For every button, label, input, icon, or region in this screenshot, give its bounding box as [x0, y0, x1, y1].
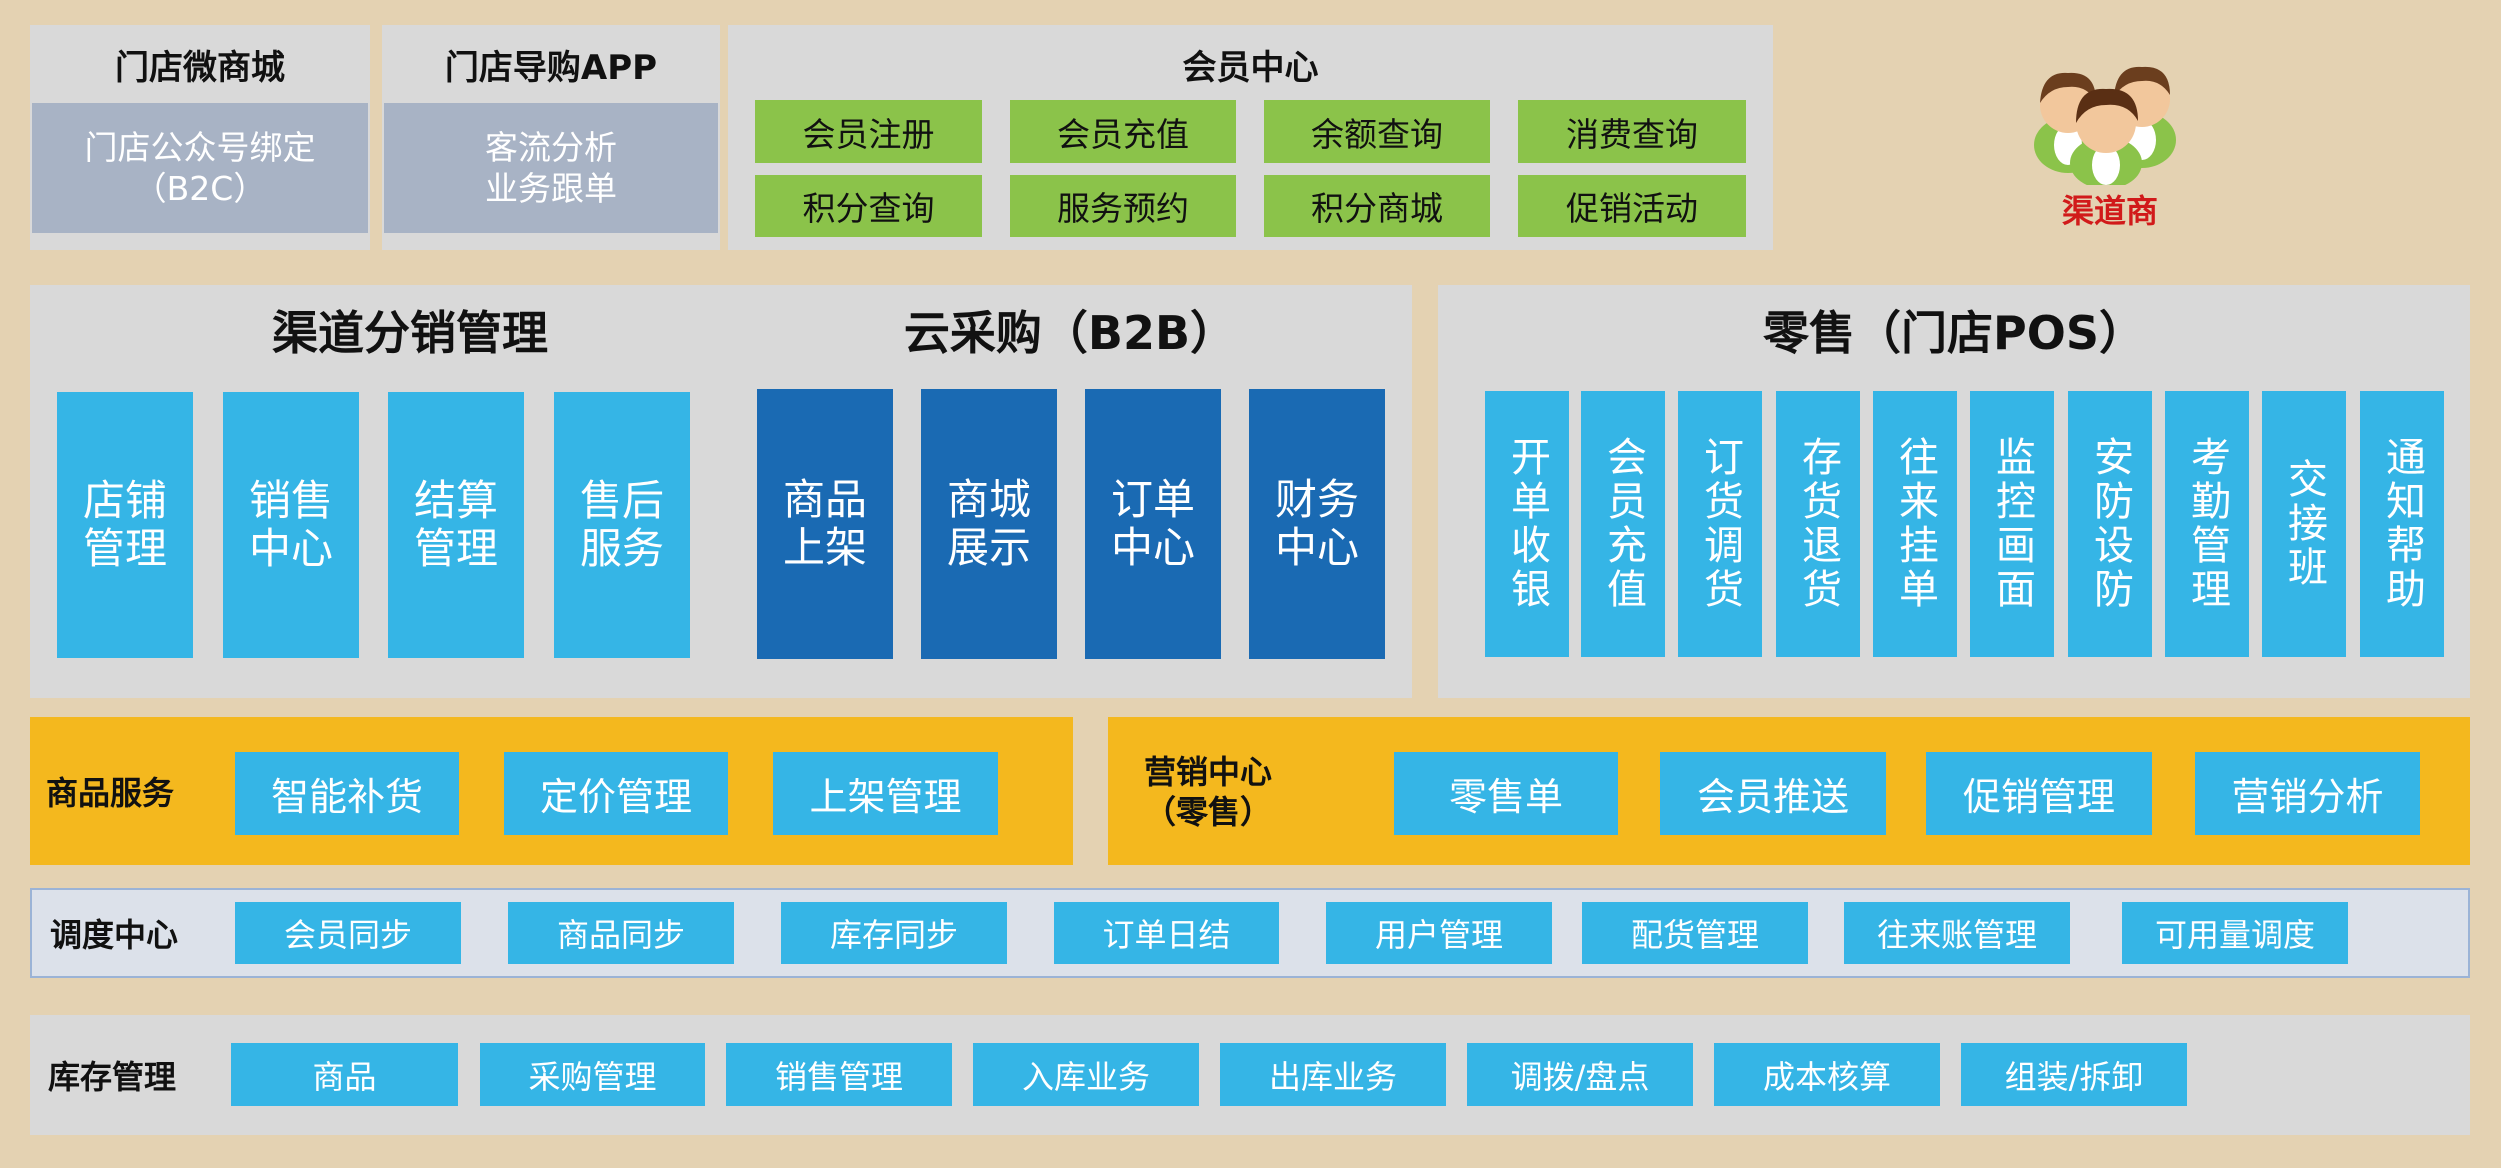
purchase-block-finance-l2: 中心: [1274, 523, 1359, 572]
inventory-label: 库存管理: [48, 1058, 177, 1096]
pos-item-monitor[interactable]: 监控画面: [1970, 391, 2054, 657]
inventory-cost[interactable]: 成本核算: [1714, 1043, 1940, 1106]
purchase-block-display-l1: 商城: [946, 474, 1031, 524]
pos-item-attendance[interactable]: 考勤管理: [2165, 391, 2249, 657]
marketing-center-label-l1: 营销中心: [1144, 753, 1273, 791]
dist-block-settlement[interactable]: 结算 管理: [388, 392, 524, 658]
pos-item-stock-return[interactable]: 存货退货: [1776, 391, 1860, 657]
dispatch-daily-settle[interactable]: 订单日结: [1054, 902, 1279, 964]
service-listing[interactable]: 上架管理: [773, 752, 998, 835]
inventory-product[interactable]: 商品: [231, 1043, 458, 1106]
product-service-label: 商品服务: [46, 774, 175, 812]
purchase-block-order[interactable]: 订单 中心: [1085, 389, 1221, 659]
guide-app-title: 门店导购APP: [444, 47, 658, 88]
purchase-block-display-l2: 展示: [946, 523, 1031, 572]
marketing-analysis[interactable]: 营销分析: [2195, 752, 2420, 835]
channel-dealer-label: 渠道商: [2061, 192, 2158, 230]
member-center-panel: 会员中心 会员注册 会员充值 余额查询 消费查询 积分查询 服务预约 积分商城 …: [728, 25, 1773, 250]
dispatch-member-sync[interactable]: 会员同步: [235, 902, 461, 964]
dist-block-settlement-l2: 管理: [413, 524, 498, 573]
dist-block-sales[interactable]: 销售 中心: [223, 392, 359, 658]
member-item-points-mall[interactable]: 积分商城: [1264, 175, 1490, 237]
wechat-mall-body: 门店公众号绑定 （B2C）: [32, 103, 368, 233]
channel-distribution-title: 渠道分销管理: [272, 306, 548, 360]
member-item-consumption[interactable]: 消费查询: [1518, 100, 1746, 163]
guide-app-body-line1: 客流分析: [485, 127, 617, 167]
marketing-member-push[interactable]: 会员推送: [1660, 752, 1886, 835]
pos-item-security[interactable]: 安防设防: [2068, 391, 2152, 657]
pos-item-pending[interactable]: 往来挂单: [1873, 391, 1957, 657]
member-item-register[interactable]: 会员注册: [755, 100, 982, 163]
inventory-transfer-count[interactable]: 调拨/盘点: [1467, 1043, 1693, 1106]
pos-item-checkout[interactable]: 开单收银: [1485, 391, 1569, 657]
dispatch-distribution-mgmt[interactable]: 配货管理: [1582, 902, 1808, 964]
service-pricing[interactable]: 定价管理: [504, 752, 728, 835]
marketing-center-label-l2: （零售）: [1144, 793, 1273, 831]
purchase-block-display[interactable]: 商城 展示: [921, 389, 1057, 659]
purchase-block-listing[interactable]: 商品 上架: [757, 389, 893, 659]
purchase-block-finance-l1: 财务: [1274, 474, 1359, 524]
purchase-block-listing-l1: 商品: [782, 474, 867, 524]
guide-app-body: 客流分析 业务跟单: [384, 103, 718, 233]
dist-block-aftersale-l2: 服务: [579, 524, 664, 573]
dispatch-user-mgmt[interactable]: 用户管理: [1326, 902, 1552, 964]
pos-item-ordering[interactable]: 订货调货: [1678, 391, 1762, 657]
purchase-block-listing-l2: 上架: [782, 523, 867, 572]
dispatch-available-qty[interactable]: 可用量调度: [2122, 902, 2348, 964]
member-item-booking[interactable]: 服务预约: [1010, 175, 1236, 237]
pos-item-notice-help[interactable]: 通知帮助: [2360, 391, 2444, 657]
purchase-block-order-l2: 中心: [1110, 523, 1195, 572]
dispatch-product-sync[interactable]: 商品同步: [508, 902, 734, 964]
inventory-bar: 库存管理 商品 采购管理 销售管理 入库业务 出库业务 调拨/盘点 成本核算 组…: [30, 1015, 2470, 1135]
dispatch-center-bar: 调度中心 会员同步 商品同步 库存同步 订单日结 用户管理 配货管理 往来账管理…: [30, 888, 2470, 978]
member-item-balance[interactable]: 余额查询: [1264, 100, 1490, 163]
cloud-purchase-title: 云采购（B2B）: [903, 306, 1237, 360]
wechat-mall-title: 门店微商城: [115, 47, 285, 88]
product-service-bar: 商品服务 智能补货 定价管理 上架管理: [30, 717, 1073, 865]
dist-block-store-l1: 店铺: [82, 475, 167, 525]
inventory-purchase[interactable]: 采购管理: [480, 1043, 705, 1106]
member-item-points[interactable]: 积分查询: [755, 175, 982, 237]
member-item-recharge[interactable]: 会员充值: [1010, 100, 1236, 163]
inventory-outbound[interactable]: 出库业务: [1220, 1043, 1446, 1106]
inventory-assembly[interactable]: 组装/拆卸: [1961, 1043, 2187, 1106]
guide-app-body-line2: 业务跟单: [485, 169, 617, 208]
purchase-block-finance[interactable]: 财务 中心: [1249, 389, 1385, 659]
channel-dealer: 渠道商: [2020, 35, 2200, 235]
dist-block-sales-l1: 销售: [248, 475, 333, 525]
dist-block-aftersale[interactable]: 售后 服务: [554, 392, 690, 658]
marketing-promotion[interactable]: 促销管理: [1926, 752, 2152, 835]
pos-item-member-recharge[interactable]: 会员充值: [1581, 391, 1665, 657]
inventory-inbound[interactable]: 入库业务: [973, 1043, 1199, 1106]
dispatch-center-label: 调度中心: [50, 916, 179, 954]
pos-item-shift[interactable]: 交接班: [2262, 391, 2346, 657]
dist-block-store[interactable]: 店铺 管理: [57, 392, 193, 658]
marketing-center-bar: 营销中心 （零售） 零售单 会员推送 促销管理 营销分析: [1108, 717, 2470, 865]
dispatch-stock-sync[interactable]: 库存同步: [781, 902, 1007, 964]
guide-app-panel: 门店导购APP 客流分析 业务跟单: [382, 25, 720, 250]
inventory-sales[interactable]: 销售管理: [726, 1043, 952, 1106]
retail-pos-title: 零售（门店POS）: [1763, 306, 2145, 360]
purchase-block-order-l1: 订单: [1110, 474, 1195, 524]
dist-block-settlement-l1: 结算: [413, 475, 498, 525]
marketing-center-label: 营销中心 （零售）: [1144, 752, 1272, 832]
wechat-mall-body-line1: 门店公众号绑定: [84, 127, 316, 167]
dispatch-account-mgmt[interactable]: 往来账管理: [1844, 902, 2070, 964]
wechat-mall-body-line2: （B2C）: [133, 169, 267, 208]
retail-pos-panel: 零售（门店POS） 开单收银 会员充值 订货调货 存货退货 往来挂单 监控画面 …: [1438, 285, 2470, 698]
wechat-mall-panel: 门店微商城 门店公众号绑定 （B2C）: [30, 25, 370, 250]
dist-block-aftersale-l1: 售后: [579, 475, 664, 525]
distribution-purchase-panel: 渠道分销管理 云采购（B2B） 店铺 管理 销售 中心 结算 管理 售后 服务 …: [30, 285, 1412, 698]
dist-block-store-l2: 管理: [82, 524, 167, 573]
service-smart-replenish[interactable]: 智能补货: [235, 752, 459, 835]
marketing-retail-order[interactable]: 零售单: [1394, 752, 1618, 835]
people-icon: [2034, 66, 2176, 185]
member-center-title: 会员中心: [1182, 47, 1319, 88]
member-item-promotion[interactable]: 促销活动: [1518, 175, 1746, 237]
dist-block-sales-l2: 中心: [248, 524, 333, 573]
